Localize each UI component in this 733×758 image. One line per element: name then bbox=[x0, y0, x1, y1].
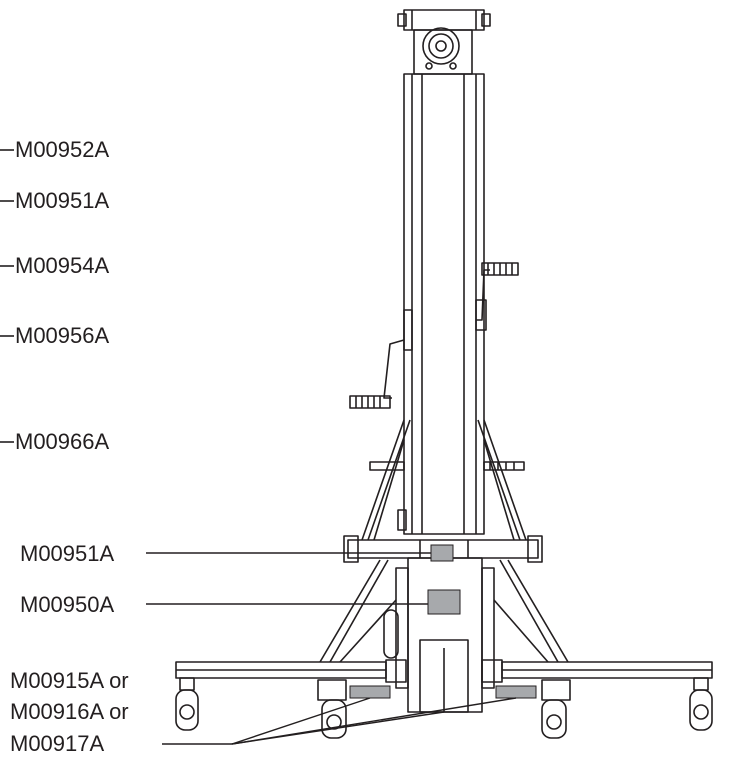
mast bbox=[403, 73, 485, 535]
decal-m00950a bbox=[427, 589, 461, 615]
decal-m00915a-left bbox=[349, 685, 391, 699]
upper-winch-handle bbox=[475, 262, 519, 331]
base-legs bbox=[175, 659, 713, 683]
caster-outer-right bbox=[689, 677, 713, 731]
callout-m00950a: M00950A bbox=[20, 592, 115, 617]
callout-m00952a: M00952A bbox=[15, 137, 110, 162]
caster-outer-left bbox=[175, 677, 199, 731]
pulley-wheel bbox=[422, 27, 460, 65]
leader-lines-upper bbox=[0, 149, 14, 443]
callout-m00951a-lower: M00951A bbox=[20, 541, 115, 566]
callout-m00916a: M00916A or bbox=[10, 699, 129, 724]
leader-lines-lower bbox=[146, 552, 517, 745]
callout-m00954a: M00954A bbox=[15, 253, 110, 278]
tower-head bbox=[397, 9, 491, 75]
side-struts bbox=[361, 419, 527, 541]
callout-m00917a: M00917A bbox=[10, 731, 105, 756]
decal-m00951a-lower bbox=[430, 544, 454, 562]
lower-winch-handle bbox=[349, 309, 413, 409]
callout-m00966a: M00966A bbox=[15, 429, 110, 454]
callout-m00915a: M00915A or bbox=[10, 668, 129, 693]
callout-m00956a: M00956A bbox=[15, 323, 110, 348]
decal-m00915a-right bbox=[495, 685, 537, 699]
callout-m00951a-upper: M00951A bbox=[15, 188, 110, 213]
caster-inner-right bbox=[541, 679, 571, 739]
